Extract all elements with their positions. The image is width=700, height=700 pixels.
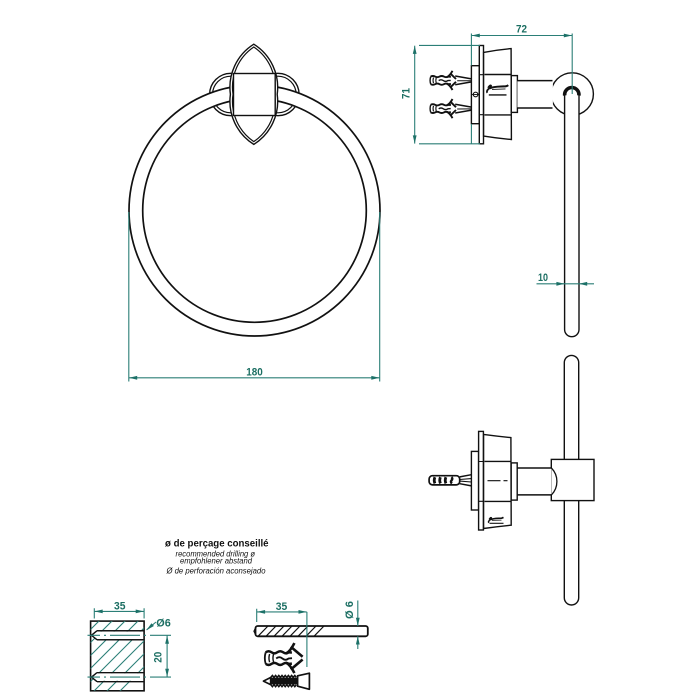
svg-text:35: 35 xyxy=(114,601,126,613)
svg-text:71: 71 xyxy=(401,88,413,99)
svg-text:180: 180 xyxy=(246,367,263,379)
svg-text:ø de perçage conseillé: ø de perçage conseillé xyxy=(165,539,269,550)
svg-text:Ø de perforación aconsejado: Ø de perforación aconsejado xyxy=(166,565,266,575)
svg-text:Ø6: Ø6 xyxy=(156,618,171,630)
svg-text:20: 20 xyxy=(152,652,164,663)
svg-text:recommended drilling ø: recommended drilling ø xyxy=(176,548,256,558)
svg-text:Ø 6: Ø 6 xyxy=(344,601,356,619)
svg-text:empfohlener abstand: empfohlener abstand xyxy=(180,556,252,566)
svg-text:35: 35 xyxy=(276,601,288,613)
svg-text:72: 72 xyxy=(516,24,527,36)
svg-text:10: 10 xyxy=(538,272,548,284)
